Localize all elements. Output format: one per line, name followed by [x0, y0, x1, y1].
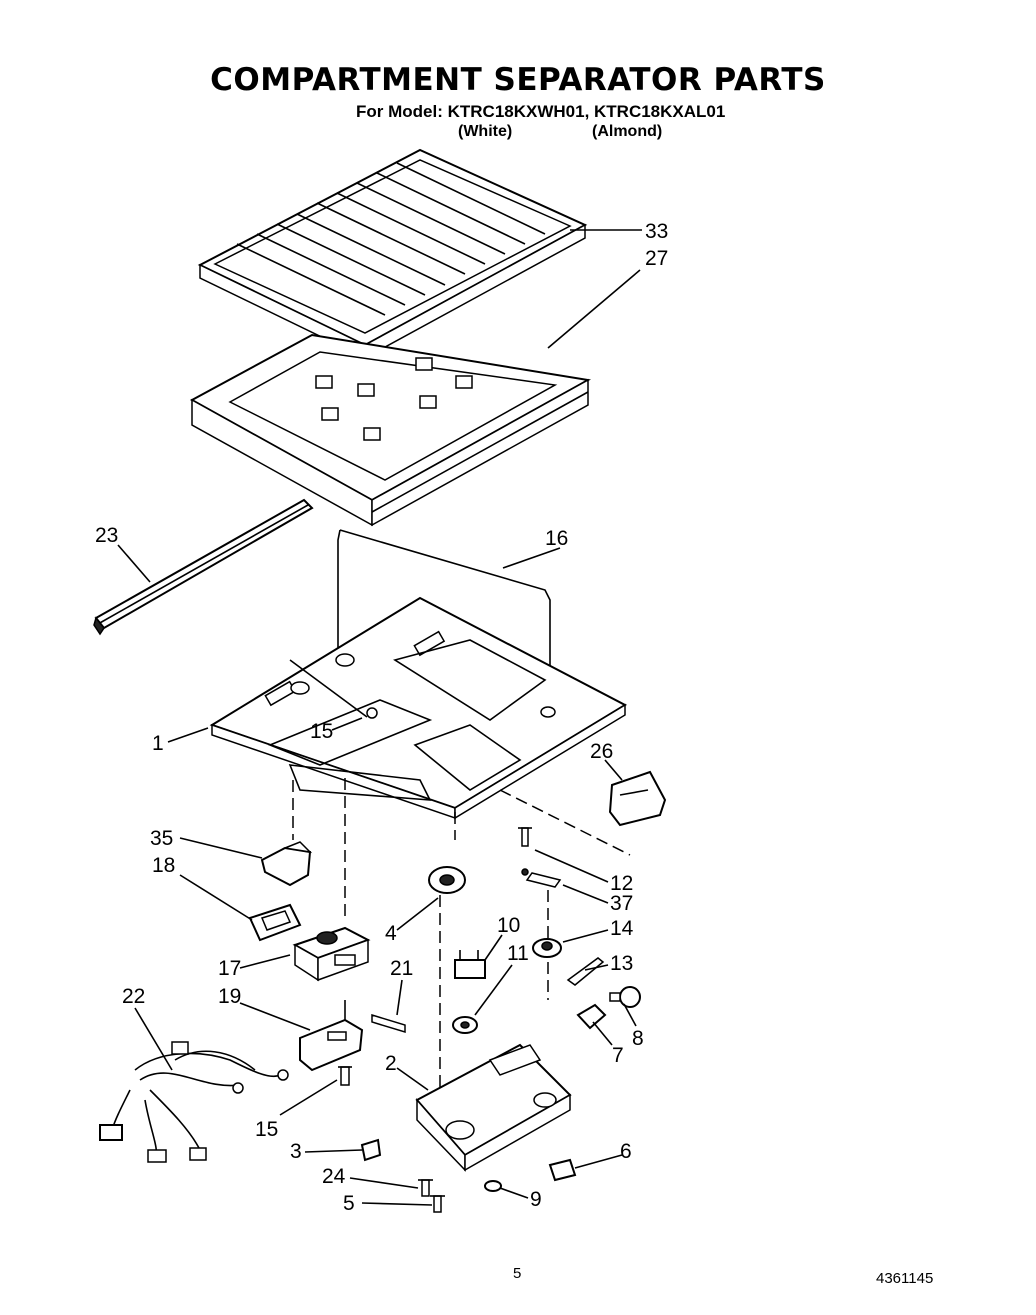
part-11-washer: [452, 1016, 478, 1034]
part-12-screw: [518, 827, 532, 847]
part-13-wire: [566, 957, 605, 986]
part-6-connector: [548, 1158, 577, 1182]
part-22-wire-harness: [99, 1041, 289, 1163]
part-17-control-box: [292, 926, 371, 982]
callout-26: 26: [590, 740, 613, 763]
callout-10: 10: [497, 914, 520, 937]
part-33-shelf: [197, 148, 588, 360]
callout-8: 8: [632, 1027, 644, 1050]
part-5-screw: [430, 1195, 445, 1213]
part-27-frame: [189, 333, 592, 527]
part-21-tube: [371, 1013, 406, 1034]
part-2-housing: [415, 1043, 572, 1172]
callout-1: 1: [152, 732, 164, 755]
part-19-bracket: [299, 1000, 364, 1072]
callout-6: 6: [620, 1140, 632, 1163]
callout-27: 27: [645, 247, 668, 270]
part-24-screw: [418, 1179, 433, 1197]
page-number: 5: [513, 1265, 522, 1282]
part-7-socket: [576, 1003, 607, 1030]
callout-37: 37: [610, 892, 633, 915]
part-15-screw-upper: [289, 659, 378, 719]
part-10-switch: [454, 950, 486, 979]
callout-9: 9: [530, 1188, 542, 1211]
callout-19: 19: [218, 985, 241, 1008]
part-15-screw-lower: [338, 1066, 352, 1086]
model-line: For Model: KTRC18KXWH01, KTRC18KXAL01: [356, 102, 726, 121]
variant-almond: (Almond): [592, 123, 663, 140]
callout-13: 13: [610, 952, 633, 975]
part-23-trim-strip: [93, 498, 314, 636]
callout-4: 4: [385, 922, 397, 945]
callout-2: 2: [385, 1052, 397, 1075]
callout-14: 14: [610, 917, 634, 940]
callout-7: 7: [612, 1044, 624, 1067]
callout-3: 3: [290, 1140, 302, 1163]
callout-24: 24: [322, 1165, 346, 1188]
callout-33: 33: [645, 220, 668, 243]
callout-11: 11: [507, 942, 529, 965]
callout-12: 12: [610, 872, 633, 895]
page-title: COMPARTMENT SEPARATOR PARTS: [210, 62, 826, 98]
part-1-separator-pan: [209, 596, 628, 820]
part-16-heater-wire: [337, 529, 551, 700]
part-18-gasket: [248, 903, 302, 942]
part-4-knob: [428, 866, 466, 1100]
part-8-bulb: [609, 986, 641, 1008]
callout-22: 22: [122, 985, 145, 1008]
part-37-plate: [521, 868, 562, 1000]
part-26-foam-block: [608, 770, 667, 827]
part-35-clip: [260, 841, 313, 887]
leader-lines: [117, 229, 642, 1206]
callout-15-upper: 15: [310, 720, 333, 743]
callout-35: 35: [150, 827, 173, 850]
callout-18: 18: [152, 854, 175, 877]
part-14-grommet: [532, 938, 562, 958]
part-3-clip: [360, 1138, 382, 1162]
callout-17: 17: [218, 957, 241, 980]
part-9-washer: [484, 1180, 502, 1192]
callout-16: 16: [545, 527, 568, 550]
document-number: 4361145: [876, 1270, 934, 1287]
variant-white: (White): [458, 123, 513, 140]
callout-21: 21: [390, 957, 413, 980]
callout-23: 23: [95, 524, 118, 547]
callout-5: 5: [343, 1192, 355, 1215]
callout-15-lower: 15: [255, 1118, 278, 1141]
leader-dash-26: [499, 789, 631, 856]
